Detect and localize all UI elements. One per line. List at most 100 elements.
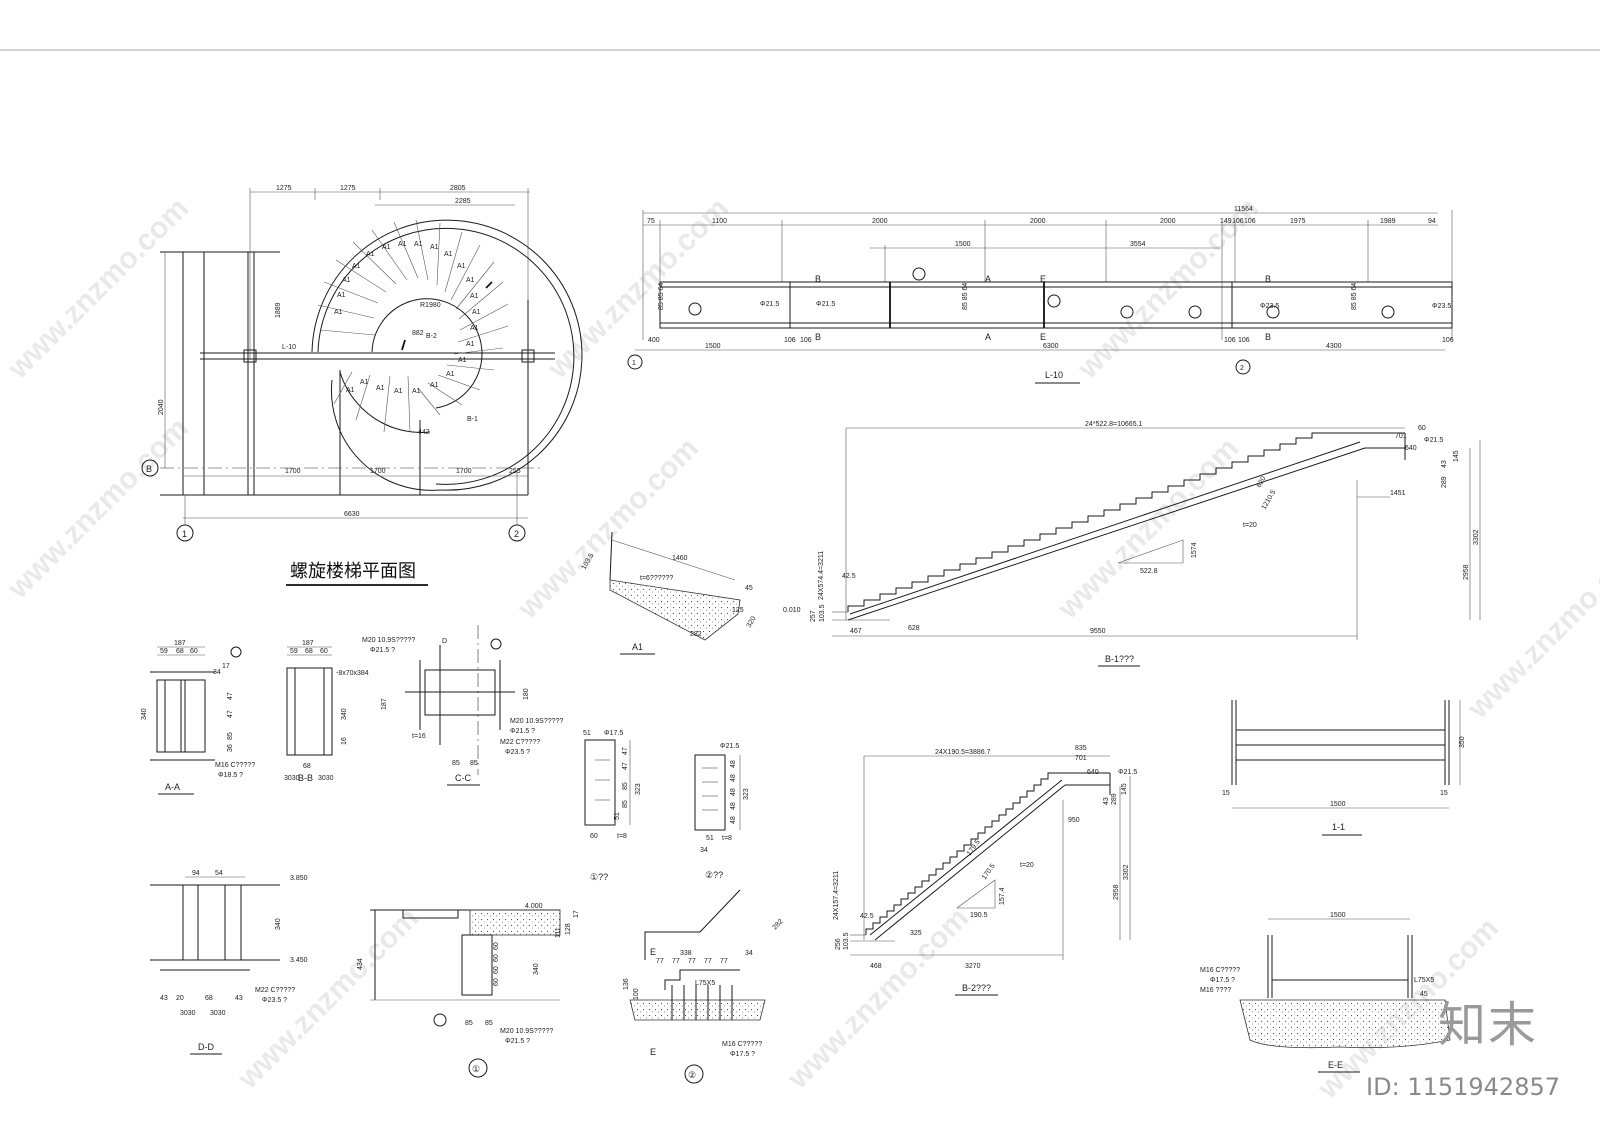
l10-dim: 106: [1232, 218, 1244, 225]
cc-dim: Φ21.5 ?: [370, 647, 395, 654]
d2-dim: 48: [730, 802, 737, 810]
d1-dim: 47: [622, 762, 629, 770]
dd-dim: 20: [176, 995, 184, 1002]
n1-dim: 85: [465, 1020, 473, 1027]
stringer-b1-elevation: 24*522.8=10665.1 701 60 Φ21.5 640 43 289…: [783, 421, 1481, 667]
b2-dim: 325: [910, 930, 922, 937]
dd-dim: 68: [205, 995, 213, 1002]
b1-dim: 43: [1441, 460, 1448, 468]
n2-dim: 338: [680, 950, 692, 957]
detail-callout: [230, 646, 242, 658]
n1-beam: [402, 909, 459, 919]
aa-dim: 36: [227, 744, 234, 752]
plan-overall-dim: 6630: [344, 511, 360, 518]
plan-dim: 882: [412, 330, 424, 337]
b2-dim: t=20: [1020, 862, 1034, 869]
dd-dim: 3.450: [290, 957, 308, 964]
spiral-outer-edge: [311, 219, 583, 491]
d1-dim: Φ17.5: [604, 730, 623, 737]
dd-dim: 3030: [180, 1010, 196, 1017]
b2-dim: Φ21.5: [1118, 769, 1137, 776]
plan-bottom-dim: 1700: [370, 468, 386, 475]
n2-dim: Φ17.5 ?: [730, 1051, 755, 1058]
n2-dim: E: [650, 947, 656, 957]
b2-dim: 43: [1103, 797, 1110, 805]
l10-dim: 1975: [1290, 218, 1306, 225]
svg-text:A1: A1: [398, 241, 407, 248]
aa-dim: 59: [160, 648, 168, 655]
l10-left-dim: 400: [648, 337, 660, 344]
d2-dim: 323: [743, 788, 750, 800]
dim-line: [611, 539, 736, 581]
svg-text:A1: A1: [457, 263, 466, 270]
n1-dim: Φ21.5 ?: [505, 1038, 530, 1045]
section-mark: E: [1040, 332, 1046, 342]
l10-beam-body: [659, 281, 1453, 329]
b1-base-dim: 42.5: [842, 573, 856, 580]
b2-base-dim: 3270: [965, 963, 981, 970]
n2-dim: 34: [745, 950, 753, 957]
b1-dim: 1210.5: [1261, 489, 1278, 511]
b2-dim: 289: [1111, 793, 1118, 805]
aa-dim: 340: [141, 708, 148, 720]
n1-dim: 434: [357, 958, 364, 970]
detail-callout: [912, 267, 926, 281]
section-c-c: M20 10.9S????? Φ21.5 ? 187 85 85 180 t=1…: [362, 625, 563, 786]
aa-dim: 47: [227, 710, 234, 718]
svg-text:A1: A1: [342, 277, 351, 284]
d2-dim: t=8: [722, 835, 732, 842]
b1-base-dim: 9550: [1090, 628, 1106, 635]
node-detail-1: 4.000 17 128 111 434 340 60 60 60 60 85 …: [357, 903, 580, 1078]
d1-dim: 51: [583, 730, 591, 737]
cc-dim: 187: [381, 698, 388, 710]
b1-height-dim: 24X574.4=3211: [818, 551, 825, 600]
node-detail-2: 282 338 77 77 77 77 77 34 L75X5 136 100 …: [623, 889, 785, 1084]
ee-dim: 45: [1420, 991, 1428, 998]
detail-callout: [1188, 305, 1202, 319]
aa-caption: A-A: [165, 782, 180, 792]
s11-caption: 1-1: [1332, 822, 1345, 832]
n1-dim: 60: [493, 942, 500, 950]
column-box: [521, 349, 535, 363]
l10-dim: 149: [1220, 218, 1232, 225]
watermark-text: www.znzmo.com: [541, 192, 735, 386]
d1-dim: 60: [590, 833, 598, 840]
svg-text:A1: A1: [472, 309, 481, 316]
l10-hole-dim: 85 85 64: [962, 283, 969, 310]
b2-dim: 950: [1068, 817, 1080, 824]
axis-bubble: [141, 459, 159, 477]
detail-callout: [433, 1013, 447, 1027]
bb-plate: [286, 667, 333, 756]
section-cut: [401, 339, 406, 351]
svg-text:A1: A1: [470, 325, 479, 332]
bb-dim: -8x70x384: [336, 670, 369, 677]
axis-2-label: 2: [1240, 365, 1244, 372]
b1-dim: 620: [1256, 475, 1268, 489]
watermark-text: www.znzmo.com: [1461, 532, 1600, 726]
column-box: [243, 349, 257, 363]
cc-dim: M22 C?????: [500, 739, 540, 746]
l10-bottom-dim: 4300: [1326, 343, 1342, 350]
a1-dim: t=6??????: [640, 575, 673, 582]
axis-2-label: 2: [514, 529, 519, 539]
l10-hole-dim: 85 85 64: [658, 283, 665, 310]
plan-bottom-dim: 1700: [285, 468, 301, 475]
n1-dim: 60: [493, 978, 500, 986]
cc-dim: 85: [470, 760, 478, 767]
l10-dim: 1500: [955, 241, 971, 248]
plan-dim: 442: [418, 429, 430, 436]
section-mark: B: [815, 274, 821, 284]
l10-small-dim: 106: [784, 337, 796, 344]
cc-dim: M20 10.9S?????: [510, 718, 563, 725]
b2-dim: 170.5: [981, 863, 997, 881]
a1-edge: [609, 531, 613, 581]
aa-dim: 60: [190, 648, 198, 655]
n1-dim: 85: [485, 1020, 493, 1027]
b2-dim: 640: [1087, 769, 1099, 776]
watermark-text: www.znzmo.com: [1, 192, 195, 386]
cc-dim: Φ23.5 ?: [505, 749, 530, 756]
l10-small-dim: 106: [1224, 337, 1236, 344]
aa-dim: 68: [176, 648, 184, 655]
n2-stair: [644, 889, 741, 960]
watermark-text: www.znzmo.com: [1, 412, 195, 606]
